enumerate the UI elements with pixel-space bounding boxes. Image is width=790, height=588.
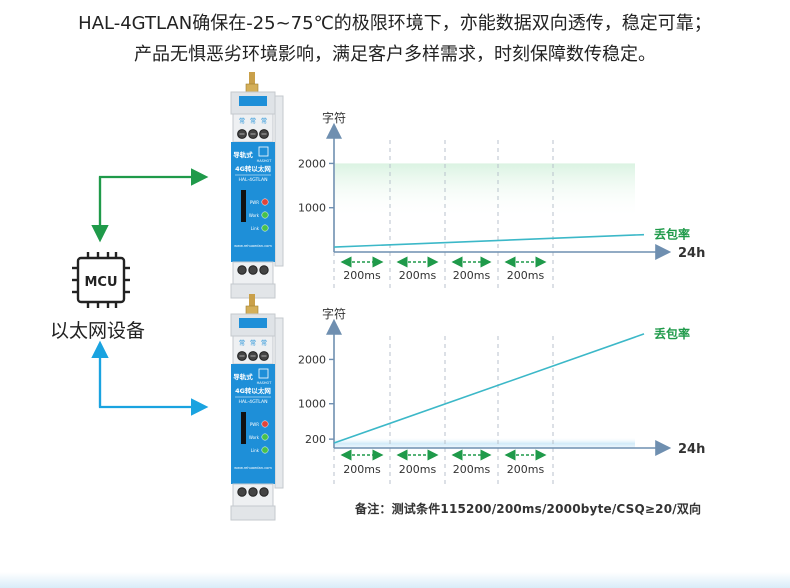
antenna-connector (245, 83, 259, 93)
led-work-icon (261, 211, 269, 219)
chart-2: 字符 24h 200 1000 2000 丢包率 200ms 200ms 200ms 200ms (298, 306, 705, 488)
device-bottom-cap (230, 505, 276, 521)
led-label-work: Work (249, 435, 260, 440)
x-axis-label: 24h (678, 442, 705, 457)
led-label-pwr: PWR (250, 422, 259, 427)
mcu-label: MCU (84, 275, 117, 290)
led-pwr-icon (261, 420, 269, 428)
brand-logo-icon (258, 368, 269, 379)
connector-to-bottom-device (91, 340, 209, 416)
terminal-screw-icon (259, 487, 269, 497)
device-model: HAL-4GTLAN (238, 399, 267, 405)
chart-1: 字符 24h 1000 2000 丢包率 200ms 200ms 200ms 200ms (298, 110, 705, 292)
device-website: www.rehuaedan.com (234, 466, 272, 470)
y-tick-label: 2000 (298, 353, 326, 366)
led-link-icon (261, 224, 269, 232)
headline-line-2: 产品无惧恶劣环境影响，满足客户多样需求，时刻保障数传稳定。 (134, 44, 656, 65)
terminal-screw-icon (248, 487, 258, 497)
terminal-label: 常 (261, 339, 267, 347)
led-pwr-icon (261, 198, 269, 206)
mcu-caption: 以太网设备 (50, 320, 146, 342)
y-tick-label: 200 (305, 433, 326, 446)
led-work-icon (261, 433, 269, 441)
y-tick-label: 1000 (298, 202, 326, 215)
brand-label: HASHOT (257, 381, 273, 385)
device-side-panel (274, 95, 284, 267)
device-type-label: 导轨式 (233, 372, 253, 381)
interval-label: 200ms (507, 463, 545, 476)
din-rail-device-2: 常常常导轨式HASHOT4G转以太网HAL-4GTLANPWRWorkLinkw… (230, 294, 284, 521)
interval-label: 200ms (399, 463, 437, 476)
bottom-gradient-bar (0, 572, 790, 588)
interval-label: 200ms (453, 269, 491, 282)
y-tick-label: 2000 (298, 157, 326, 170)
y-tick-label: 1000 (298, 398, 326, 411)
terminal-label: 常 (250, 117, 256, 125)
brand-logo-icon (258, 146, 269, 157)
x-axis-label: 24h (678, 246, 705, 261)
antenna-icon (249, 294, 255, 308)
led-link-icon (261, 446, 269, 454)
series-line (333, 333, 645, 444)
device-website: www.rehuaedan.com (234, 244, 272, 248)
led-label-link: Link (251, 448, 260, 453)
series-line (333, 233, 645, 248)
mcu-chip-icon: MCU (72, 252, 130, 308)
series-label: 丢包率 (654, 326, 690, 341)
terminal-screw-icon (248, 265, 258, 275)
capacity-band (335, 163, 635, 219)
interval-label: 200ms (453, 463, 491, 476)
headline-line-1: HAL-4GTLAN确保在-25~75℃的极限环境下，亦能数据双向透传，稳定可靠… (78, 13, 712, 34)
antenna-icon (249, 72, 255, 86)
brand-label: HASHOT (257, 159, 273, 163)
y-axis-label: 字符 (322, 110, 346, 125)
interval-label: 200ms (399, 269, 437, 282)
device-side-panel (274, 317, 284, 489)
sim-slot (241, 412, 246, 444)
terminal-label: 常 (239, 339, 245, 347)
terminal-label: 常 (261, 117, 267, 125)
device-name: 4G转以太网 (235, 386, 271, 395)
device-top-label (239, 96, 267, 106)
sim-slot (241, 190, 246, 222)
terminal-label: 常 (250, 339, 256, 347)
led-label-link: Link (251, 226, 260, 231)
interval-label: 200ms (507, 269, 545, 282)
device-top-label (239, 318, 267, 328)
y-axis-label: 字符 (322, 306, 346, 321)
terminal-screw-icon (237, 265, 247, 275)
terminal-screw-icon (237, 487, 247, 497)
test-conditions-note: 备注：测试条件115200/200ms/2000byte/CSQ≥20/双向 (355, 502, 702, 516)
connector-to-top-device (91, 168, 209, 243)
terminal-label: 常 (239, 117, 245, 125)
antenna-connector (245, 305, 259, 315)
din-rail-device-1: 常常常导轨式HASHOT4G转以太网HAL-4GTLANPWRWorkLinkw… (230, 72, 284, 299)
device-type-label: 导轨式 (233, 150, 253, 159)
interval-label: 200ms (343, 463, 381, 476)
series-label: 丢包率 (654, 227, 690, 242)
capacity-band (335, 437, 635, 448)
terminal-screw-icon (259, 265, 269, 275)
led-label-pwr: PWR (250, 200, 259, 205)
device-model: HAL-4GTLAN (238, 177, 267, 183)
interval-label: 200ms (343, 269, 381, 282)
led-label-work: Work (249, 213, 260, 218)
device-name: 4G转以太网 (235, 164, 271, 173)
